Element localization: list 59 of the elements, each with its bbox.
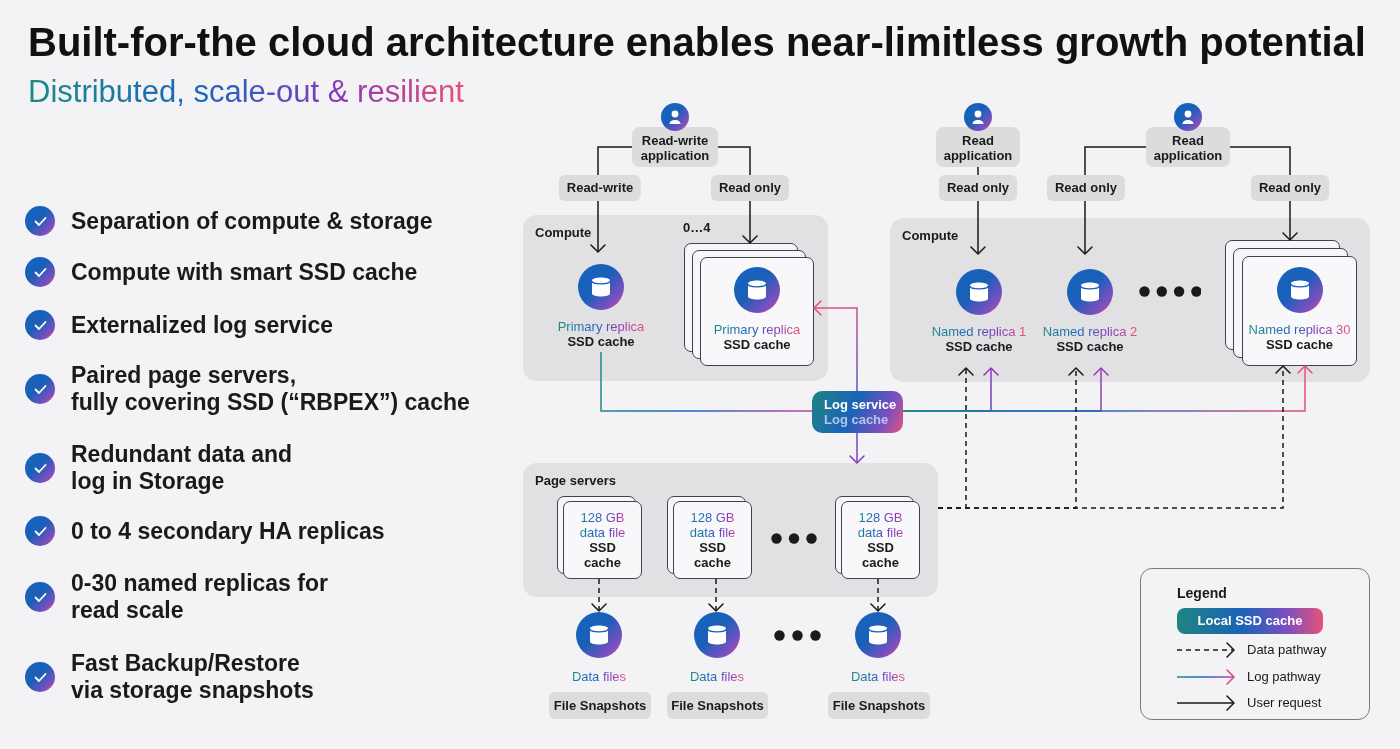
- dashed-arrow: [591, 578, 607, 612]
- dashed-arrow: [937, 365, 1291, 509]
- legend-label: User request: [1247, 694, 1322, 712]
- file-snapshot-tag: File Snapshots: [828, 692, 930, 719]
- feature-text: Paired page servers, fully covering SSD (“RBPEX”) cache: [71, 362, 470, 416]
- panel-title: Page servers: [535, 473, 616, 488]
- replica-name: Primary replica: [557, 319, 645, 334]
- edge-label: Read-write: [558, 175, 642, 201]
- feature-text: Redundant data and log in Storage: [71, 441, 293, 495]
- legend-sample-pill: Local SSD cache: [1177, 608, 1323, 634]
- feature-text: Compute with smart SSD cache: [71, 258, 418, 286]
- feature-text: Externalized log service: [71, 311, 334, 339]
- dashed-arrow: [708, 578, 724, 612]
- compute-panel: [890, 218, 1370, 382]
- log-service-box: [812, 391, 903, 433]
- data-files-label: Data files: [571, 669, 627, 684]
- file-snapshot-tag: File Snapshots: [667, 692, 768, 719]
- cache-label: SSD cache: [583, 540, 622, 570]
- log-service-title: Log service: [824, 397, 898, 412]
- replica-name: Named replica 1: [931, 324, 1027, 339]
- connector-line: [600, 351, 813, 412]
- cache-label: SSD cache: [861, 540, 900, 570]
- cache-label: SSD cache: [567, 334, 635, 349]
- cache-label: SSD cache: [723, 337, 791, 352]
- data-files-label: Data files: [850, 669, 906, 684]
- edge-label: Read only: [938, 175, 1018, 201]
- arrow: [849, 432, 865, 464]
- dashed-arrow: [870, 578, 886, 612]
- cache-label: SSD cache: [1265, 337, 1334, 352]
- compute-panel: [523, 215, 828, 381]
- feature-text: Fast Backup/Restore via storage snapshots: [71, 650, 314, 704]
- replica-name: Primary replica: [713, 322, 801, 337]
- log-cache-label: Log cache: [824, 412, 890, 427]
- application-label: Read application: [942, 133, 1014, 163]
- cache-label: SSD cache: [693, 540, 732, 570]
- replica-name: Named replica 30: [1248, 322, 1351, 337]
- edge-label: Read only: [710, 175, 790, 201]
- feature-text: 0 to 4 secondary HA replicas: [71, 517, 385, 545]
- feature-text: Separation of compute & storage: [71, 207, 433, 235]
- application-label: Read application: [1152, 133, 1224, 163]
- legend-label: Log pathway: [1247, 668, 1321, 686]
- application-label: Read-write application: [639, 133, 711, 163]
- replica-count-label: 0…4: [683, 220, 711, 235]
- arrow: [902, 365, 1313, 412]
- replica-name: Named replica 2: [1042, 324, 1138, 339]
- legend-title: Legend: [1177, 584, 1227, 602]
- arrow: [813, 300, 858, 392]
- feature-text: 0-30 named replicas for read scale: [71, 570, 328, 624]
- data-files-label: Data files: [689, 669, 745, 684]
- file-snapshot-tag: File Snapshots: [549, 692, 651, 719]
- edge-label: Read only: [1250, 175, 1330, 201]
- edge-label: Read only: [1046, 175, 1126, 201]
- cache-label: SSD cache: [945, 339, 1013, 354]
- panel-title: Compute: [535, 225, 592, 240]
- panel-title: Compute: [902, 228, 959, 243]
- page-title: Built-for-the cloud architecture enables near-limitless growth potential: [28, 19, 1366, 66]
- page-servers-panel: [523, 463, 938, 597]
- cache-label: SSD cache: [1056, 339, 1124, 354]
- legend-label: Data pathway: [1247, 641, 1327, 659]
